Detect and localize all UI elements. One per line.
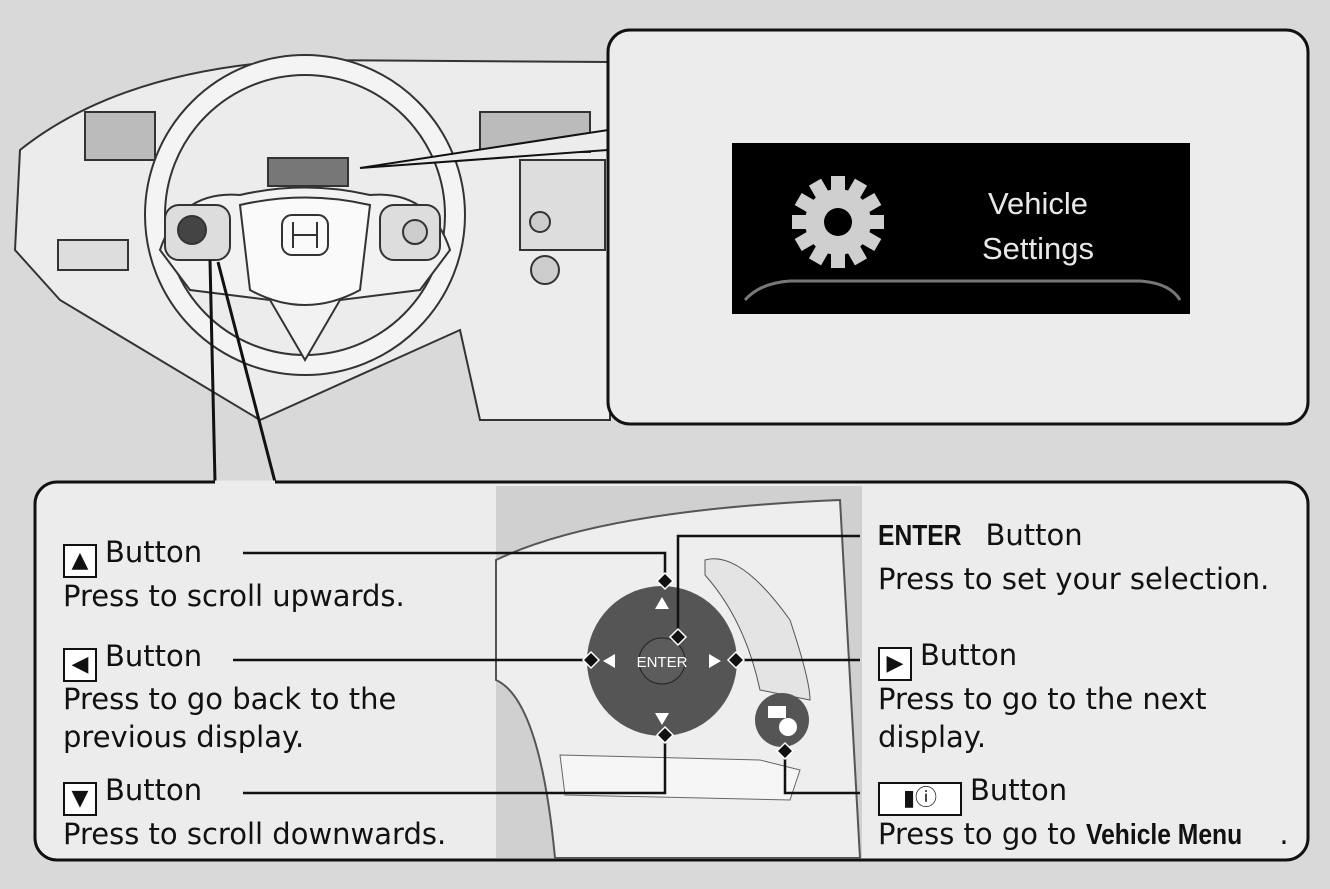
- display-line-1: Vehicle: [988, 186, 1088, 221]
- info-button: [755, 693, 809, 747]
- right-arrow-icon: ▶: [878, 647, 912, 681]
- display-callout: [359, 28, 1310, 426]
- left-button-label: ◀Button: [63, 642, 202, 682]
- down-button-desc: Press to scroll downwards.: [63, 817, 447, 851]
- left-arrow-icon: ◀: [63, 648, 97, 682]
- enter-button-label: ENTER Button: [878, 518, 1083, 552]
- up-button-desc: Press to scroll upwards.: [63, 579, 405, 613]
- right-button-desc-2: display.: [878, 720, 987, 754]
- enter-button: [638, 637, 686, 685]
- up-arrow-icon: ▲: [63, 544, 97, 578]
- up-button-label: ▲Button: [63, 538, 202, 578]
- info-menu-icon: ▮ⓘ: [878, 782, 962, 816]
- left-button-desc-1: Press to go back to the: [63, 682, 397, 716]
- controls-callout: ENTER: [33, 259, 1310, 862]
- display-text: Vehicle Settings: [938, 182, 1138, 272]
- steering-wheel: [144, 54, 466, 376]
- enter-button-desc: Press to set your selection.: [878, 562, 1270, 596]
- display-line-2: Settings: [981, 230, 1094, 266]
- gear-icon: [775, 159, 901, 285]
- down-arrow-icon: ▼: [63, 782, 97, 816]
- left-button-desc-2: previous display.: [63, 720, 305, 754]
- down-button-label: ▼Button: [63, 776, 202, 816]
- right-button-label: ▶Button: [878, 641, 1017, 681]
- info-button-desc: Press to go to Vehicle Menu.: [878, 817, 1289, 851]
- enter-key-label: ENTER: [637, 654, 688, 671]
- right-button-desc-1: Press to go to the next: [878, 682, 1207, 716]
